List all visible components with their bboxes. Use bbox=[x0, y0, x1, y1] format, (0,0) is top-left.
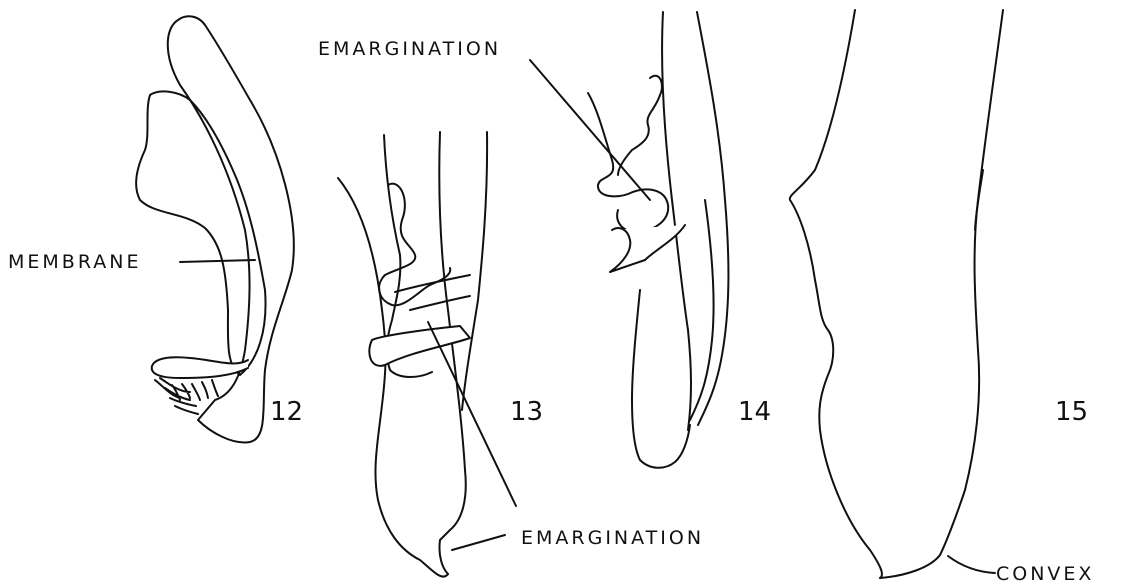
leader-emargination-bottom-b bbox=[452, 535, 505, 550]
fig14-lobe bbox=[610, 225, 685, 272]
figure-number-13: 13 bbox=[510, 397, 543, 427]
label-convex: CONVEX bbox=[996, 563, 1094, 585]
fig13-left-edge bbox=[338, 178, 448, 577]
fig14-left-edge bbox=[662, 12, 691, 430]
fig15-left-edge bbox=[790, 10, 882, 578]
fig13-right-edge bbox=[462, 132, 487, 410]
label-emargination-bottom: EMARGINATION bbox=[521, 527, 704, 549]
figure-12-drawing bbox=[136, 16, 294, 442]
fig14-outline bbox=[632, 290, 690, 468]
leader-lines bbox=[180, 60, 995, 573]
figure-14-drawing bbox=[588, 12, 728, 468]
figure-number-15: 15 bbox=[1055, 397, 1088, 427]
fig15-right-edge bbox=[880, 10, 1003, 578]
leader-convex bbox=[948, 556, 995, 573]
figure-13-drawing bbox=[338, 132, 487, 577]
fig14-right-edge bbox=[697, 12, 728, 425]
leader-emargination-bottom-a bbox=[428, 322, 516, 506]
fig14-emargination-contour bbox=[588, 93, 668, 232]
fig14-wavy-top bbox=[618, 76, 662, 175]
figure-number-12: 12 bbox=[270, 397, 303, 427]
leader-membrane bbox=[180, 260, 255, 262]
fig13-band-line bbox=[395, 275, 470, 310]
figure-number-14: 14 bbox=[738, 397, 771, 427]
label-membrane: MEMBRANE bbox=[8, 251, 141, 273]
fig14-inner-line bbox=[690, 200, 714, 420]
label-emargination-top: EMARGINATION bbox=[318, 38, 501, 60]
leader-emargination-top bbox=[530, 60, 650, 200]
fig12-lower-flap bbox=[152, 357, 248, 378]
fig15-inner-crease bbox=[975, 170, 983, 230]
figure-15-drawing bbox=[790, 10, 1003, 578]
